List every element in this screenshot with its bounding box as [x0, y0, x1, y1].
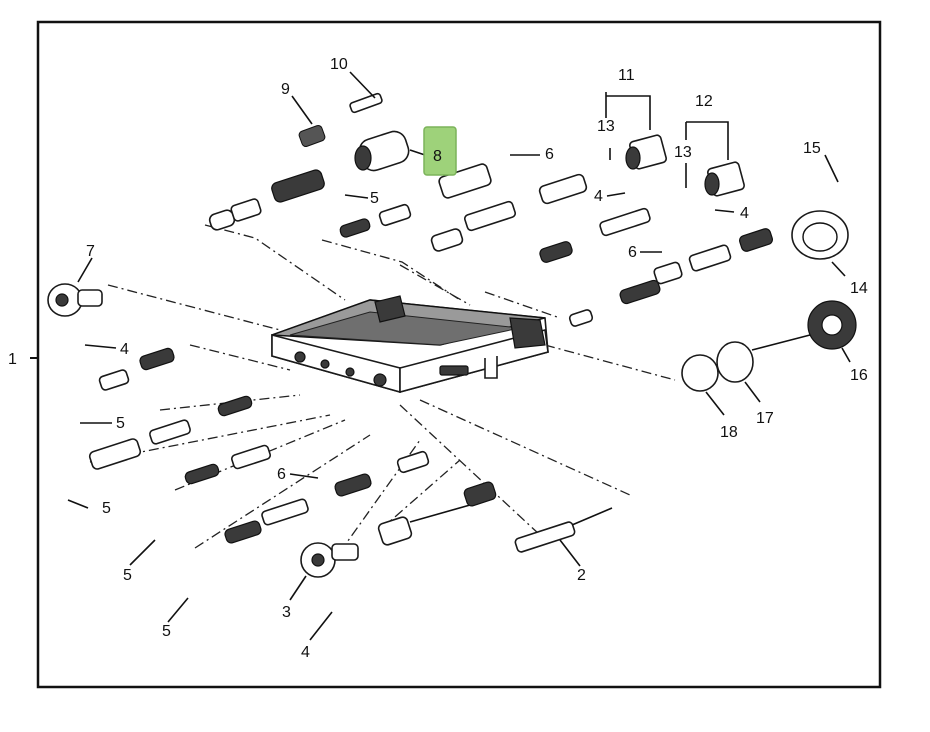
callout-5-left-a: 5: [116, 415, 125, 432]
callout-14: 14: [850, 280, 868, 297]
left-valve-trains: [88, 347, 497, 546]
callout-4-bottom: 4: [301, 644, 310, 661]
callout-11: 11: [618, 67, 635, 84]
callout-5-left-d: 5: [162, 623, 171, 640]
assembly-dash-lines: [89, 224, 676, 553]
callout-5-left-b: 5: [102, 500, 111, 517]
upper-center-valve-train: [339, 163, 588, 252]
callout-6-bottom: 6: [277, 466, 286, 483]
callout-12: 12: [695, 93, 713, 110]
leader-lines: [30, 71, 851, 641]
callout-4-left: 4: [120, 341, 129, 358]
upper-left-valve-train: [208, 169, 325, 231]
callout-17: 17: [756, 410, 774, 427]
valve-body: [271, 295, 549, 394]
callout-7: 7: [86, 243, 95, 260]
cover-14: [791, 210, 849, 260]
callout-6-mid: 6: [628, 244, 637, 261]
callout-5-left-c: 5: [123, 567, 132, 584]
manual-valve-2: [514, 507, 613, 553]
callout-5-top: 5: [370, 190, 379, 207]
solenoid-7: [47, 283, 103, 317]
solenoid-11: [625, 134, 667, 170]
solenoid-12: [704, 161, 745, 197]
callout-1: 1: [8, 351, 17, 368]
callout-2: 2: [577, 567, 586, 584]
callout-10: 10: [330, 56, 348, 73]
callout-6-top: 6: [545, 146, 554, 163]
solenoid-8: [298, 92, 410, 172]
callout-9: 9: [281, 81, 290, 98]
callout-3: 3: [282, 604, 291, 621]
spring-16-and-piston-17: [681, 300, 857, 392]
diagram-frame: [36, 20, 882, 689]
callout-15: 15: [803, 140, 821, 157]
callout-8: 8: [433, 148, 442, 165]
callout-4-top: 4: [594, 188, 603, 205]
callout-labels: 1 2 3 4 4 4 4 5 5 5 5 5 5 6 6 6 7 8 9 10…: [8, 56, 868, 661]
right-valve-train: [539, 207, 773, 327]
callout-13-right: 13: [674, 144, 692, 161]
callout-8-highlight: [423, 126, 457, 176]
callout-13-left: 13: [597, 118, 615, 135]
solenoid-3: [300, 542, 359, 578]
callout-16: 16: [850, 367, 868, 384]
callout-4-right: 4: [740, 205, 749, 222]
callout-18: 18: [720, 424, 738, 441]
